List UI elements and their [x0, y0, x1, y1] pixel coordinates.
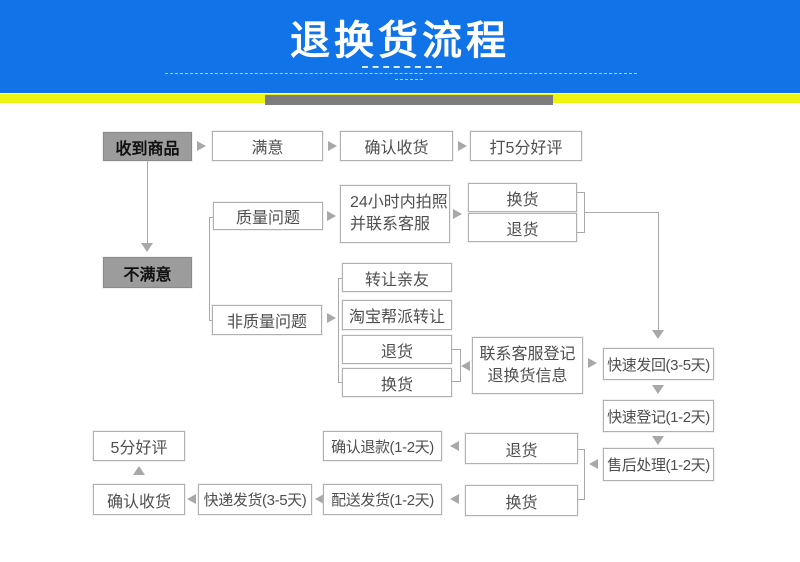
- arrow-down-icon: [652, 330, 664, 339]
- node-express-ship: 快递发货(3-5天): [198, 484, 312, 515]
- connector-line: [147, 161, 148, 243]
- node-contact-cs: 联系客服登记退换货信息: [472, 337, 583, 394]
- arrow-left-icon: [187, 494, 196, 504]
- arrow-right-icon: [458, 141, 467, 151]
- connector-bracket: [338, 278, 342, 383]
- connector-bracket: [578, 449, 585, 500]
- node-photo-24h-line1: 24小时内拍照: [350, 194, 448, 212]
- divider-stripe-gray: [265, 95, 553, 105]
- connector-bracket: [209, 217, 213, 321]
- connector-line: [658, 212, 659, 330]
- node-exchange-quality: 换货: [468, 183, 577, 212]
- arrow-down-icon: [652, 436, 664, 445]
- node-return-nonquality: 退货: [342, 335, 452, 364]
- node-photo-24h-line2: 并联系客服: [350, 216, 431, 233]
- node-photo-24h: 24小时内拍照并联系客服: [340, 185, 450, 243]
- arrow-left-icon: [461, 361, 470, 371]
- arrow-left-icon: [450, 494, 459, 504]
- node-confirm-refund: 确认退款(1-2天): [323, 431, 442, 461]
- node-delivery-ship: 配送发货(1-2天): [323, 484, 442, 515]
- node-quality-issue: 质量问题: [213, 202, 323, 230]
- node-transfer-friends: 转让亲友: [342, 263, 452, 292]
- node-confirm-receive-bottom: 确认收货: [93, 484, 185, 515]
- arrow-right-icon: [328, 141, 337, 151]
- node-unsatisfied: 不满意: [103, 257, 192, 288]
- arrow-left-icon: [315, 494, 324, 504]
- page-title: 退换货流程: [290, 19, 510, 63]
- node-taobao-transfer: 淘宝帮派转让: [342, 300, 452, 330]
- arrow-right-icon: [197, 141, 206, 151]
- arrow-down-icon: [652, 385, 664, 394]
- node-rate-5star: 打5分好评: [470, 131, 582, 161]
- node-aftersale: 售后处理(1-2天): [603, 448, 714, 481]
- arrow-right-icon: [588, 358, 597, 368]
- node-non-quality-issue: 非质量问题: [212, 305, 322, 335]
- arrow-left-icon: [589, 459, 598, 469]
- arrow-right-icon: [327, 313, 336, 323]
- node-star5: 5分好评: [93, 431, 185, 461]
- connector-bracket: [452, 349, 461, 382]
- title-underline-dash: [362, 66, 442, 68]
- arrow-up-icon: [133, 466, 145, 475]
- arrow-down-icon: [141, 243, 153, 252]
- node-contact-cs-line2: 退换货信息: [487, 367, 568, 385]
- node-exchange-nonquality: 换货: [342, 368, 452, 397]
- node-received: 收到商品: [103, 132, 192, 161]
- node-fast-sendback: 快速发回(3-5天): [603, 348, 714, 380]
- node-return-quality: 退货: [468, 213, 577, 242]
- arrow-left-icon: [450, 441, 459, 451]
- node-exchange-bottom: 换货: [465, 485, 578, 516]
- arrow-right-icon: [453, 209, 462, 219]
- title-underline-dotted: [165, 73, 637, 74]
- node-return-bottom: 退货: [465, 433, 578, 464]
- node-satisfied: 满意: [212, 131, 323, 161]
- title-underline-small: [395, 79, 423, 80]
- node-confirm-receive-top: 确认收货: [340, 131, 453, 161]
- header-banner: 退换货流程: [0, 0, 800, 93]
- node-contact-cs-line1: 联系客服登记: [479, 345, 576, 363]
- connector-line: [584, 212, 658, 213]
- arrow-right-icon: [327, 211, 336, 221]
- node-fast-register: 快速登记(1-2天): [603, 400, 714, 432]
